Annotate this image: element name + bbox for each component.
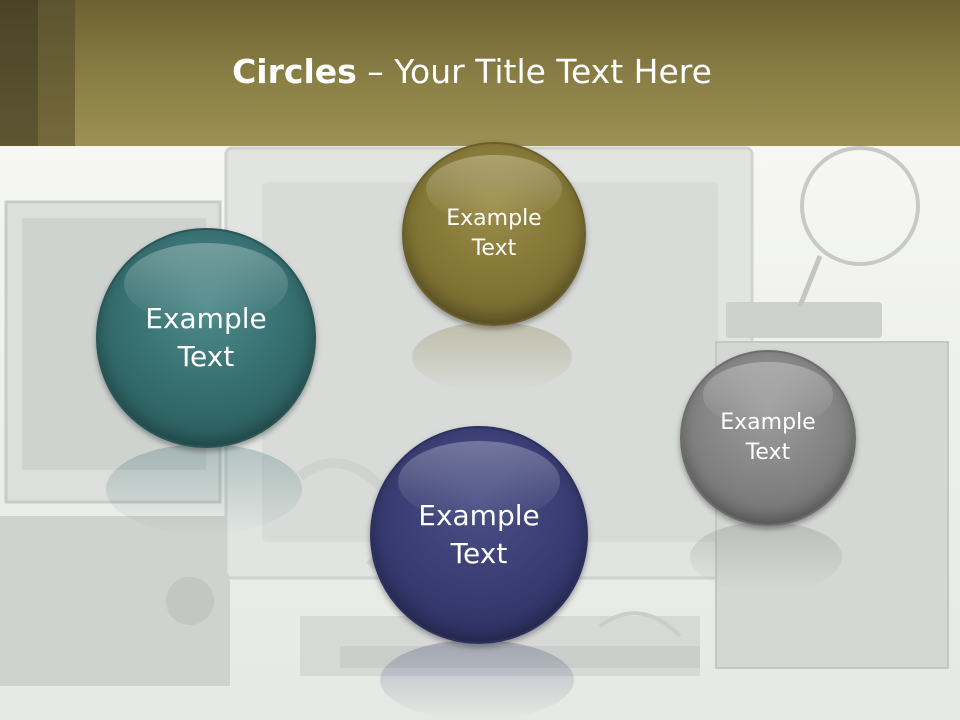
circle-olive[interactable]: Example Text xyxy=(402,142,586,326)
title-bold-part: Circles xyxy=(232,52,357,91)
header-accent-mid xyxy=(38,0,75,146)
circle-navy[interactable]: Example Text xyxy=(370,426,588,644)
title-bar: Circles – Your Title Text Here xyxy=(0,0,960,146)
circle-teal[interactable]: Example Text xyxy=(96,228,316,448)
header-accent-dark xyxy=(0,0,38,146)
circle-olive-label: Example Text xyxy=(446,206,542,261)
olive-circle-reflection xyxy=(412,322,572,392)
gray-circle-reflection xyxy=(690,522,842,592)
circle-teal-label: Example Text xyxy=(145,302,267,373)
circle-gray[interactable]: Example Text xyxy=(680,350,856,526)
slide-title[interactable]: Circles – Your Title Text Here xyxy=(0,52,944,91)
circle-gray-label: Example Text xyxy=(720,410,816,465)
teal-circle-reflection xyxy=(106,444,302,534)
title-rest-part: – Your Title Text Here xyxy=(356,52,712,91)
navy-circle-reflection xyxy=(380,640,574,720)
circle-navy-label: Example Text xyxy=(418,499,540,570)
